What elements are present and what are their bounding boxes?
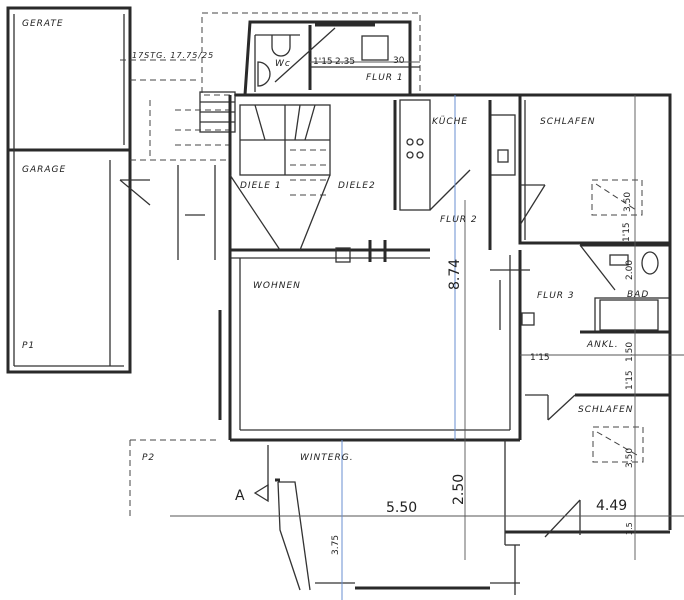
dim-wc-wall: 1'15 (313, 57, 333, 67)
room-label-diele2: DIELE2 (338, 181, 376, 191)
room-label-geraete: GERATE (22, 19, 64, 29)
room-label-wc: Wc (275, 59, 291, 69)
dim-winterg-side: 3.75 (331, 535, 341, 555)
main-walls (177, 93, 522, 442)
room-label-bad: BAD (627, 290, 649, 300)
staircase (175, 91, 331, 196)
stairs-annotation: 17STG. 17.75/25 (132, 51, 214, 60)
right-wing (490, 93, 672, 538)
room-label-ankl: ANKL. (586, 340, 619, 350)
dim-schlafen2-bed: 3.50 (625, 448, 635, 468)
dim-right-width: 4.49 (596, 498, 627, 514)
parking-label-p2: P2 (142, 453, 155, 463)
dim-flur1-width: 2.35 (335, 57, 355, 67)
dim-ankl-wall: 1'15 (625, 370, 635, 390)
dimension-lines (170, 61, 684, 600)
dim-bad-wall: 1'15 (622, 222, 632, 242)
dim-flur1-wall: 30 (393, 56, 405, 66)
dim-bad-length: 2.00 (625, 260, 635, 280)
room-label-flur1: FLUR 1 (366, 73, 404, 83)
dim-flur3-wall: 1'15 (530, 353, 550, 363)
room-label-winterg: WINTERG. (300, 453, 354, 463)
section-marker: A (235, 488, 245, 504)
annex (201, 12, 421, 96)
parking-label-p1: P1 (22, 341, 35, 351)
room-label-wohnen: WOHNEN (253, 281, 301, 291)
room-label-garage: GARAGE (22, 165, 66, 175)
garage-block (6, 6, 230, 520)
dim-winterg-depth: 2.50 (451, 474, 467, 505)
dim-winterg-width: 5.50 (386, 500, 417, 516)
dim-ankl-length: 1.50 (625, 342, 635, 362)
wintergarten (253, 440, 520, 595)
room-label-kueche: KÜCHE (432, 116, 468, 127)
dim-corner-wall: 3.5 (625, 522, 634, 535)
room-label-schlafen-1: SCHLAFEN (540, 117, 596, 127)
dim-schlafen1-bed: 3.50 (623, 192, 633, 212)
room-label-flur3: FLUR 3 (537, 291, 575, 301)
room-label-schlafen-2: SCHLAFEN (578, 405, 634, 415)
room-label-flur2: FLUR 2 (440, 215, 478, 225)
room-label-diele1: DIELE 1 (240, 181, 282, 191)
dim-house-depth: 8.74 (447, 259, 463, 290)
